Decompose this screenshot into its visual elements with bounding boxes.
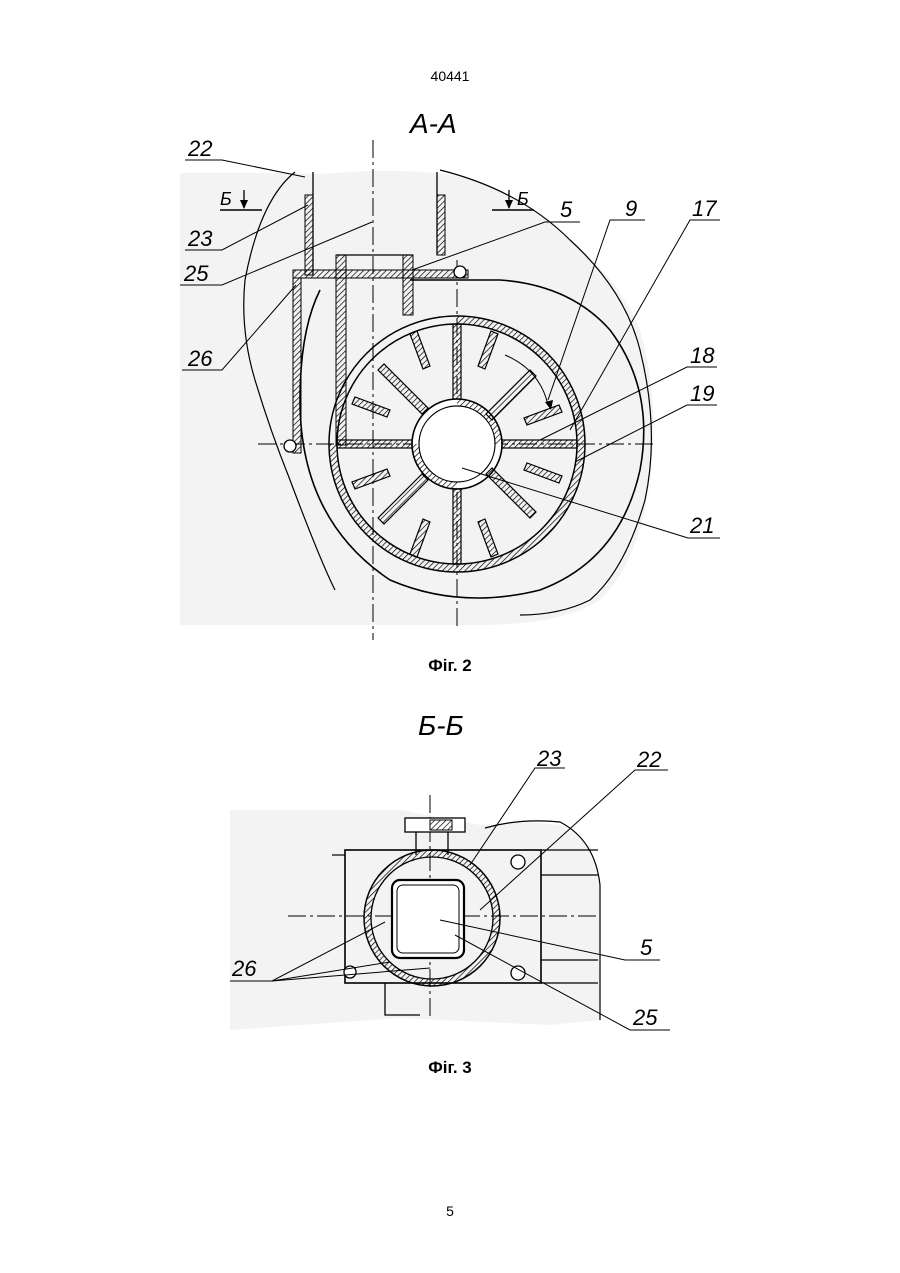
- callout-17: 17: [692, 196, 717, 221]
- nozzle-wall-left: [336, 255, 346, 445]
- callout-b-5: 5: [640, 935, 653, 960]
- callout-23: 23: [187, 226, 213, 251]
- figure-2-caption: Фіг. 2: [0, 656, 900, 676]
- callout-26: 26: [187, 346, 213, 371]
- figure-3-caption: Фіг. 3: [0, 1058, 900, 1078]
- cut-mark-left: Б: [220, 189, 232, 209]
- section-label-b-b: Б-Б: [418, 710, 464, 741]
- inlet-wall-right: [437, 195, 445, 255]
- flange: [293, 270, 468, 278]
- callout-19: 19: [690, 381, 714, 406]
- callout-b-26: 26: [231, 956, 257, 981]
- callout-b-25: 25: [632, 1005, 658, 1030]
- callout-b-22: 22: [636, 747, 661, 772]
- side-plate-26: [293, 278, 301, 453]
- inlet-wall-left: [305, 195, 313, 275]
- callout-9: 9: [625, 196, 637, 221]
- square-nozzle: [392, 880, 464, 958]
- callout-b-23: 23: [536, 746, 562, 771]
- callout-25: 25: [183, 261, 209, 286]
- callout-18: 18: [690, 343, 715, 368]
- figure-2-drawing: А-А: [0, 0, 900, 700]
- callout-21: 21: [689, 513, 714, 538]
- section-label-a-a: А-А: [408, 108, 457, 139]
- cut-mark-right: Б: [517, 189, 529, 209]
- figure-3-drawing: Б-Б 23 22 26 5 25: [0, 700, 900, 1060]
- page-number: 5: [0, 1203, 900, 1219]
- callout-22: 22: [187, 136, 212, 161]
- nozzle-wall-right: [403, 255, 413, 315]
- callout-5: 5: [560, 197, 573, 222]
